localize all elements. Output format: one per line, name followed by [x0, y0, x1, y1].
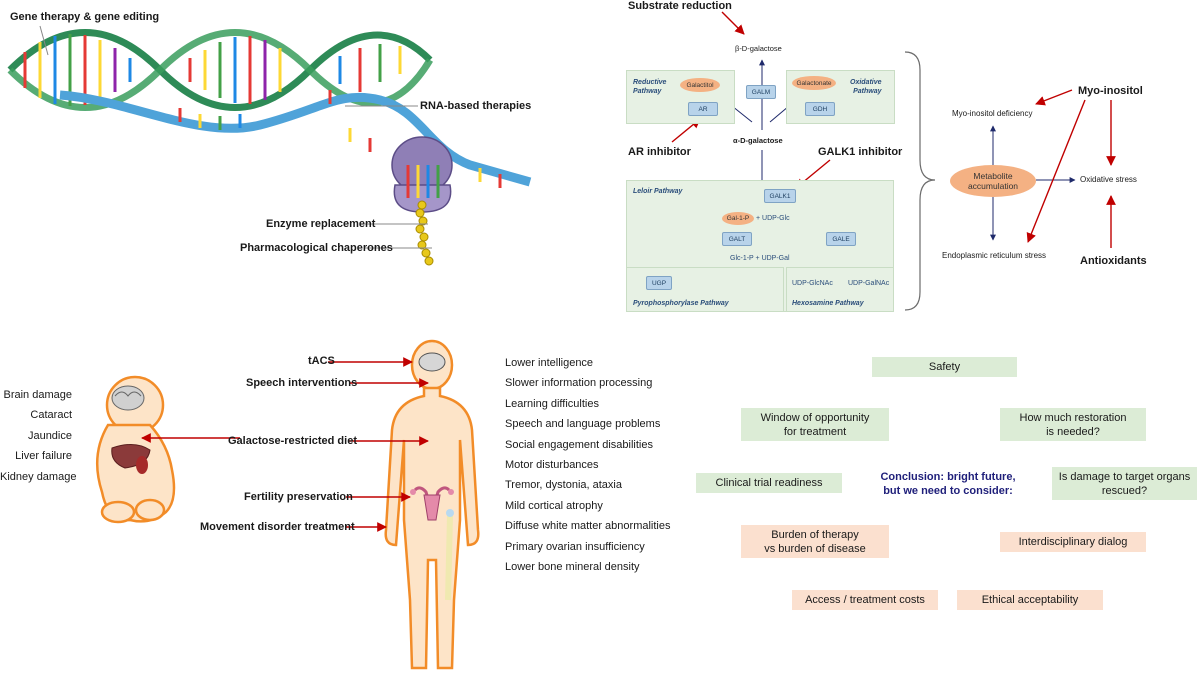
panel-pyrophosphorylase — [626, 267, 784, 312]
adult-bone — [445, 509, 454, 601]
label-movement-disorder-treatment: Movement disorder treatment — [200, 521, 355, 533]
box-ethical: Ethical acceptability — [957, 590, 1103, 610]
label-alpha-galactose: α-D-galactose — [733, 136, 783, 145]
label-pharmacological-chaperones: Pharmacological chaperones — [240, 242, 393, 254]
label-ar-inhibitor: AR inhibitor — [628, 146, 691, 158]
amino-acid-chain-graphic — [415, 200, 434, 266]
title-pyrophosphorylase: Pyrophosphorylase Pathway — [633, 300, 729, 307]
label-myo-inositol-deficiency: Myo-inositol deficiency — [952, 109, 1033, 118]
complication-item: Cataract — [30, 409, 72, 422]
mechanism-arrows — [990, 125, 1076, 241]
node-metabolite-accumulation: Metabolite accumulation — [950, 165, 1036, 197]
enzyme-gale: GALE — [826, 232, 856, 246]
symptom-item: Primary ovarian insufficiency — [505, 540, 645, 553]
symptom-item: Tremor, dystonia, ataxia — [505, 479, 622, 492]
label-udp-glc: + UDP-Glc — [756, 215, 790, 222]
label-beta-galactose: β-D-galactose — [735, 44, 782, 53]
box-burden: Burden of therapy vs burden of disease — [741, 525, 889, 558]
label-antioxidants: Antioxidants — [1080, 255, 1147, 267]
label-udp-glcnac: UDP-GlcNAc — [792, 280, 833, 287]
box-organ-damage: Is damage to target organs rescued? — [1052, 467, 1197, 500]
label-fertility-preservation: Fertility preservation — [244, 491, 353, 503]
node-galactonate: Galactonate — [792, 76, 836, 90]
symptom-item: Mild cortical atrophy — [505, 499, 603, 512]
label-enzyme-replacement: Enzyme replacement — [266, 218, 376, 230]
conclusion-text: Conclusion: bright future, but we need t… — [880, 471, 1016, 497]
title-oxidative: Oxidative Pathway — [850, 79, 882, 95]
enzyme-galk1: GALK1 — [764, 189, 796, 203]
box-access-costs: Access / treatment costs — [792, 590, 938, 610]
box-window-of-opportunity: Window of opportunity for treatment — [741, 408, 889, 441]
enzyme-ugp: UGP — [646, 276, 672, 290]
ribosome-graphic — [391, 136, 453, 213]
symptom-item: Slower information processing — [505, 377, 653, 390]
box-safety: Safety — [872, 357, 1017, 377]
infant-brain — [111, 385, 145, 411]
complication-item: Jaundice — [27, 429, 72, 442]
node-galactitol: Galactitol — [680, 78, 720, 92]
symptom-item: Social engagement disabilities — [505, 438, 653, 451]
title-reductive: Reductive Pathway — [633, 79, 667, 95]
label-substrate-reduction: Substrate reduction — [628, 0, 732, 12]
complication-item: Liver failure — [15, 450, 72, 463]
label-oxidative-stress: Oxidative stress — [1080, 175, 1137, 184]
infant-complications-list: Brain damage Cataract Jaundice Liver fai… — [0, 385, 77, 487]
enzyme-galt: GALT — [722, 232, 752, 246]
label-galk1-inhibitor: GALK1 inhibitor — [818, 146, 903, 158]
adult-brain — [418, 352, 446, 372]
rna-strand-graphic — [59, 90, 532, 188]
label-er-stress: Endoplasmic reticulum stress — [942, 251, 1047, 260]
label-glc-1-p: Glc-1-P + UDP-Gal — [730, 255, 790, 262]
symptom-item: Lower bone mineral density — [505, 560, 640, 573]
box-interdisciplinary: Interdisciplinary dialog — [1000, 532, 1146, 552]
enzyme-gdh: GDH — [805, 102, 835, 116]
symptom-item: Lower intelligence — [505, 357, 594, 369]
label-gene-therapy: Gene therapy & gene editing — [10, 11, 160, 23]
title-leloir: Leloir Pathway — [633, 188, 683, 195]
node-gal-1-p: Gal-1-P — [722, 212, 754, 225]
panel-hexosamine — [786, 267, 894, 312]
complication-item: Brain damage — [3, 389, 73, 401]
title-hexosamine: Hexosamine Pathway — [792, 300, 864, 307]
symptom-item: Learning difficulties — [505, 397, 599, 410]
enzyme-ar: AR — [688, 102, 718, 116]
label-rna-therapies: RNA-based therapies — [420, 100, 532, 112]
enzyme-galm: GALM — [746, 85, 776, 99]
box-clinical-trial: Clinical trial readiness — [696, 473, 842, 493]
complication-item: Kidney damage — [0, 470, 77, 483]
label-udp-galnac: UDP-GalNAc — [848, 280, 890, 287]
label-myo-inositol: Myo-inositol — [1078, 85, 1143, 97]
symptom-item: Motor disturbances — [505, 458, 599, 471]
brace — [904, 51, 936, 311]
label-speech-interventions: Speech interventions — [246, 377, 358, 389]
therapy-leader-lines — [39, 25, 432, 249]
label-galactose-restricted-diet: Galactose-restricted diet — [228, 435, 357, 447]
box-restoration: How much restoration is needed? — [1000, 408, 1146, 441]
intervention-arrows — [141, 357, 429, 532]
label-tacs: tACS — [308, 355, 335, 367]
symptom-item: Diffuse white matter abnormalities — [505, 520, 671, 533]
symptoms-list: Lower intelligence Slower information pr… — [505, 353, 670, 577]
adult-uterus — [410, 486, 454, 521]
infant-liver — [111, 444, 151, 474]
symptom-item: Speech and language problems — [505, 418, 661, 431]
panel-leloir — [626, 180, 894, 312]
